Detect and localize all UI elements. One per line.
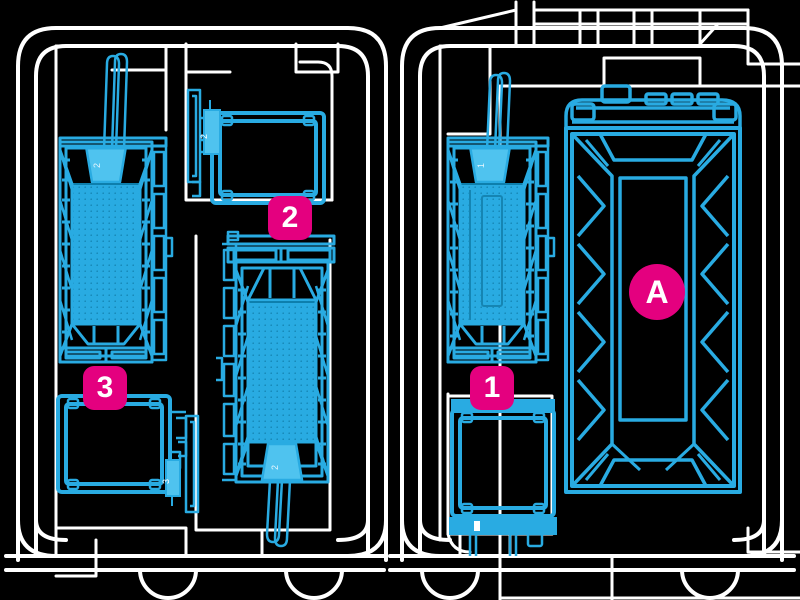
svg-text:2: 2 (270, 465, 280, 470)
right-case-large-assembly (564, 84, 742, 494)
svg-text:2: 2 (199, 134, 209, 139)
right-case-tall-module: 1 (446, 71, 556, 364)
callout-badge-1-label: 1 (483, 371, 501, 404)
right-case-wheel-1 (420, 568, 480, 600)
svg-text:1: 1 (476, 163, 486, 168)
left-case-lower-module: 3 (56, 394, 200, 514)
callout-badge-1[interactable]: 1 (470, 366, 514, 410)
left-case-center-module: 2 (216, 230, 336, 548)
right-case-lower-module (449, 399, 557, 556)
left-case-wheel-2 (284, 568, 344, 600)
svg-text:2: 2 (92, 163, 102, 168)
callout-badge-a[interactable]: A (629, 264, 685, 320)
left-case-shell (4, 26, 388, 600)
right-case-lid-struts (438, 0, 750, 46)
left-case-tall-module-left: 2 (58, 52, 174, 364)
svg-text:3: 3 (161, 479, 171, 484)
callout-badge-2[interactable]: 2 (268, 196, 312, 240)
callout-badge-2-label: 2 (281, 201, 299, 234)
left-case-wheel-1 (138, 568, 198, 600)
callout-badge-3[interactable]: 3 (83, 366, 127, 410)
callout-badge-3-label: 3 (96, 371, 114, 404)
callout-badge-a-label: A (645, 274, 669, 310)
left-case-upper-module: 2 (186, 88, 326, 205)
